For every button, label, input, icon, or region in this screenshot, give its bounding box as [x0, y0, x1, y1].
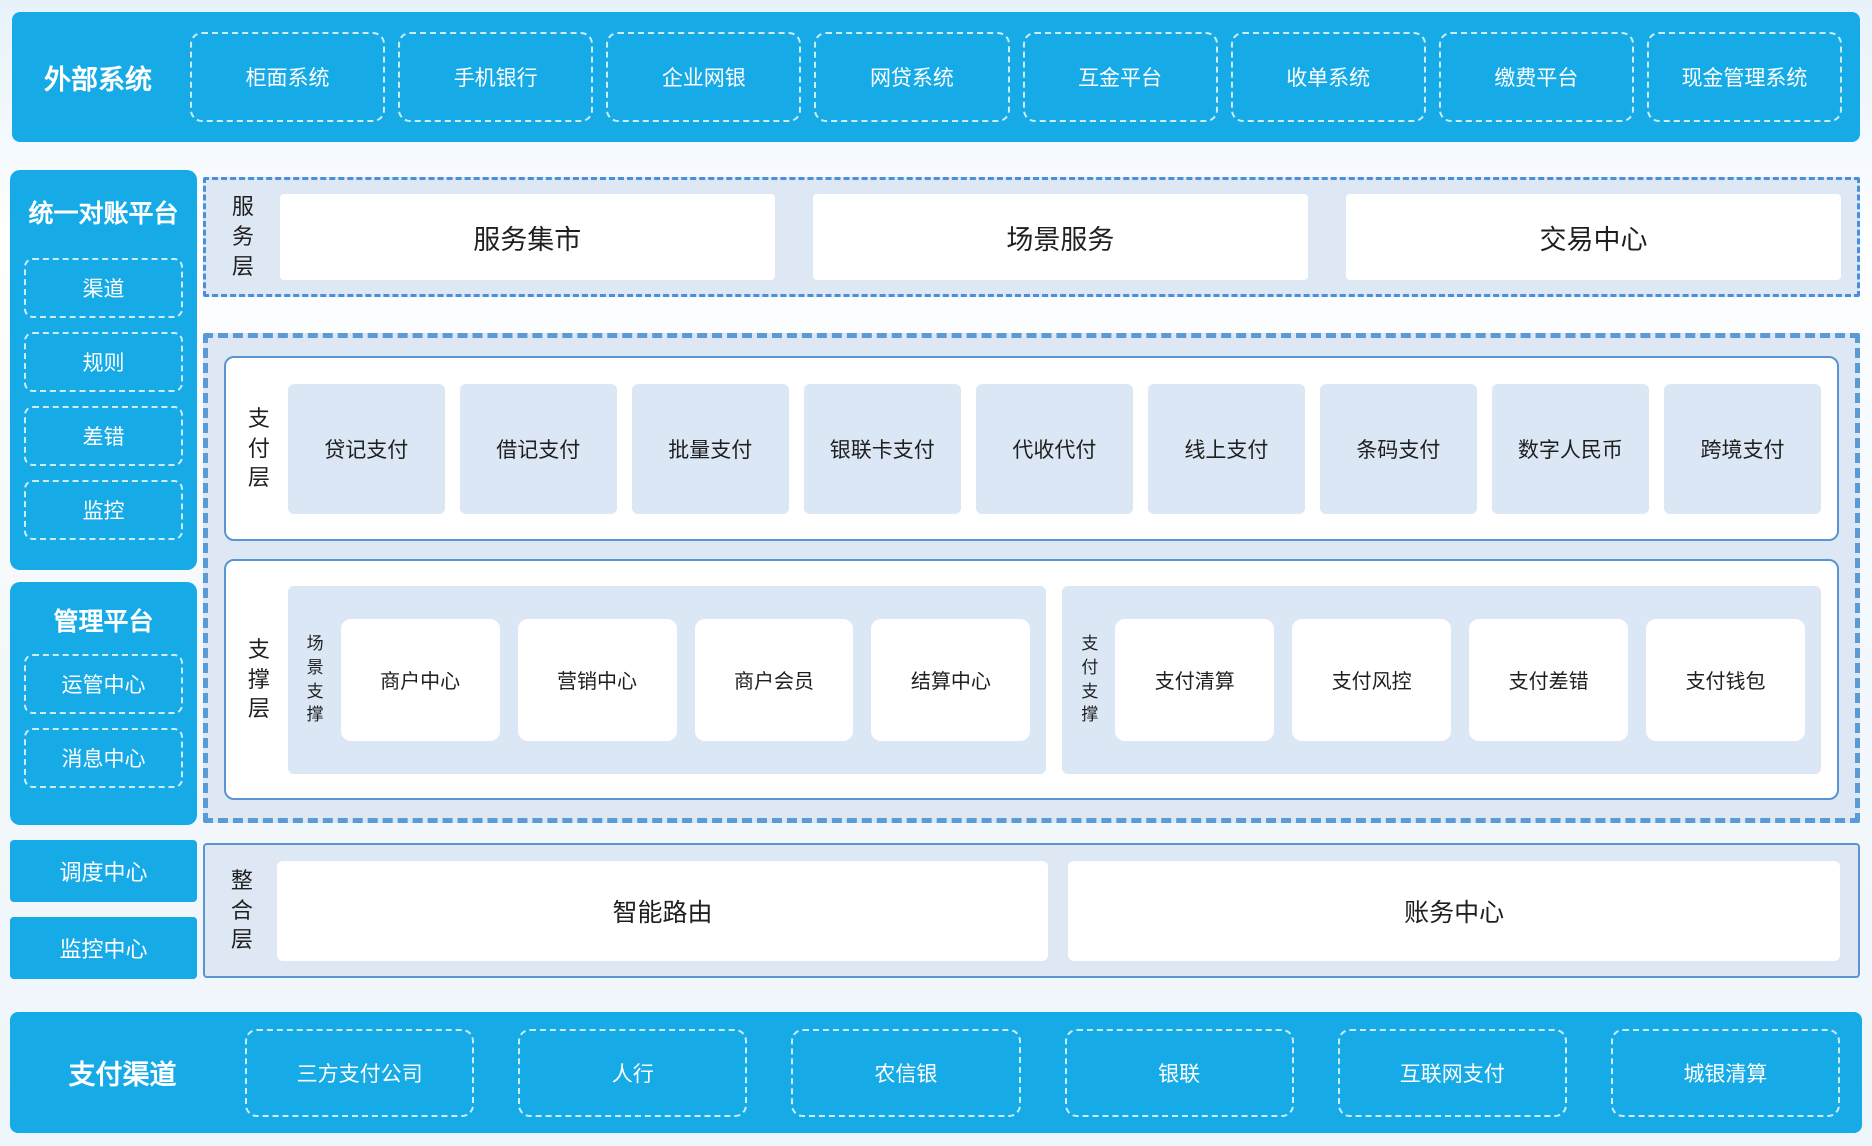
scene-support-cards: 商户中心 营销中心 商户会员 结算中心 — [341, 619, 1031, 741]
payment-channel-item: 三方支付公司 — [245, 1029, 474, 1117]
payment-channel-item: 互联网支付 — [1338, 1029, 1567, 1117]
payment-channels-items: 三方支付公司 人行 农信银 银联 互联网支付 城银清算 — [235, 1012, 1862, 1133]
support-layer-box: 支撑层 场景支撑 商户中心 营销中心 商户会员 结算中心 支付支撑 — [224, 559, 1839, 800]
payment-channels-title: 支付渠道 — [10, 1053, 235, 1092]
payment-layer-item: 跨境支付 — [1664, 384, 1821, 514]
main-diagram-area: 服务层 服务集市 场景服务 交易中心 支付层 贷记支付 借记支付 批量支付 银联… — [203, 177, 1860, 978]
payment-layer-item: 线上支付 — [1148, 384, 1305, 514]
service-layer-item: 服务集市 — [280, 194, 775, 280]
payment-layer-item: 数字人民币 — [1492, 384, 1649, 514]
support-layer-groups: 场景支撑 商户中心 营销中心 商户会员 结算中心 支付支撑 支付清算 支付风控 — [288, 586, 1821, 774]
external-system-item: 现金管理系统 — [1647, 32, 1842, 122]
external-system-item: 手机银行 — [398, 32, 593, 122]
scene-support-group: 场景支撑 商户中心 营销中心 商户会员 结算中心 — [288, 586, 1047, 774]
integration-layer-item: 智能路由 — [277, 861, 1049, 961]
monitor-center-block: 监控中心 — [10, 917, 197, 979]
management-item: 消息中心 — [24, 728, 183, 788]
management-platform-block: 管理平台 运管中心 消息中心 — [10, 582, 197, 825]
service-layer-item: 交易中心 — [1346, 194, 1841, 280]
external-systems-items: 柜面系统 手机银行 企业网银 网贷系统 互金平台 收单系统 缴费平台 现金管理系… — [184, 12, 1860, 142]
reconciliation-platform-block: 统一对账平台 渠道 规则 差错 监控 — [10, 170, 197, 570]
service-layer-label: 服务层 — [228, 192, 258, 281]
payment-channel-item: 城银清算 — [1611, 1029, 1840, 1117]
management-items: 运管中心 消息中心 — [10, 654, 197, 788]
integration-layer-box: 整合层 智能路由 账务中心 — [203, 843, 1860, 978]
payment-support-item: 支付钱包 — [1646, 619, 1805, 741]
scene-support-item: 商户中心 — [341, 619, 500, 741]
reconciliation-item: 规则 — [24, 332, 183, 392]
payment-channel-item: 农信银 — [791, 1029, 1020, 1117]
dispatch-center-block: 调度中心 — [10, 840, 197, 902]
support-layer-label: 支撑层 — [244, 635, 274, 724]
payment-support-cards: 支付清算 支付风控 支付差错 支付钱包 — [1115, 619, 1805, 741]
scene-support-item: 结算中心 — [871, 619, 1030, 741]
payment-layer-item: 代收代付 — [976, 384, 1133, 514]
payment-support-region: 支付层 贷记支付 借记支付 批量支付 银联卡支付 代收代付 线上支付 条码支付 … — [203, 333, 1860, 823]
payment-support-label: 支付支撑 — [1078, 632, 1101, 727]
external-system-item: 互金平台 — [1023, 32, 1218, 122]
payment-support-item: 支付清算 — [1115, 619, 1274, 741]
external-systems-bar: 外部系统 柜面系统 手机银行 企业网银 网贷系统 互金平台 收单系统 缴费平台 … — [12, 12, 1860, 142]
reconciliation-item: 差错 — [24, 406, 183, 466]
management-item: 运管中心 — [24, 654, 183, 714]
payment-layer-item: 批量支付 — [632, 384, 789, 514]
payment-layer-label: 支付层 — [244, 404, 274, 493]
reconciliation-platform-title: 统一对账平台 — [28, 194, 178, 230]
scene-support-item: 营销中心 — [518, 619, 677, 741]
payment-support-item: 支付差错 — [1469, 619, 1628, 741]
external-system-item: 企业网银 — [606, 32, 801, 122]
payment-layer-box: 支付层 贷记支付 借记支付 批量支付 银联卡支付 代收代付 线上支付 条码支付 … — [224, 356, 1839, 541]
service-layer-region: 服务层 服务集市 场景服务 交易中心 — [203, 177, 1860, 297]
payment-support-item: 支付风控 — [1292, 619, 1451, 741]
management-platform-title: 管理平台 — [53, 602, 153, 638]
payment-channel-item: 人行 — [518, 1029, 747, 1117]
reconciliation-item: 渠道 — [24, 258, 183, 318]
payment-layer-item: 借记支付 — [460, 384, 617, 514]
payment-layer-tiles: 贷记支付 借记支付 批量支付 银联卡支付 代收代付 线上支付 条码支付 数字人民… — [288, 384, 1821, 514]
service-layer-item: 场景服务 — [813, 194, 1308, 280]
sidebar: 统一对账平台 渠道 规则 差错 监控 管理平台 运管中心 消息中心 调度中心 监… — [10, 170, 197, 994]
reconciliation-item: 监控 — [24, 480, 183, 540]
payment-layer-item: 贷记支付 — [288, 384, 445, 514]
external-system-item: 柜面系统 — [190, 32, 385, 122]
payment-channels-bar: 支付渠道 三方支付公司 人行 农信银 银联 互联网支付 城银清算 — [10, 1012, 1862, 1133]
scene-support-label: 场景支撑 — [304, 632, 327, 727]
payment-channel-item: 银联 — [1065, 1029, 1294, 1117]
external-system-item: 收单系统 — [1231, 32, 1426, 122]
reconciliation-items: 渠道 规则 差错 监控 — [10, 258, 197, 540]
payment-layer-item: 银联卡支付 — [804, 384, 961, 514]
integration-layer-label: 整合层 — [227, 866, 257, 955]
external-system-item: 缴费平台 — [1439, 32, 1634, 122]
scene-support-item: 商户会员 — [695, 619, 854, 741]
payment-support-group: 支付支撑 支付清算 支付风控 支付差错 支付钱包 — [1062, 586, 1821, 774]
payment-layer-item: 条码支付 — [1320, 384, 1477, 514]
external-system-item: 网贷系统 — [814, 32, 1009, 122]
external-systems-title: 外部系统 — [12, 58, 184, 97]
integration-layer-item: 账务中心 — [1068, 861, 1840, 961]
